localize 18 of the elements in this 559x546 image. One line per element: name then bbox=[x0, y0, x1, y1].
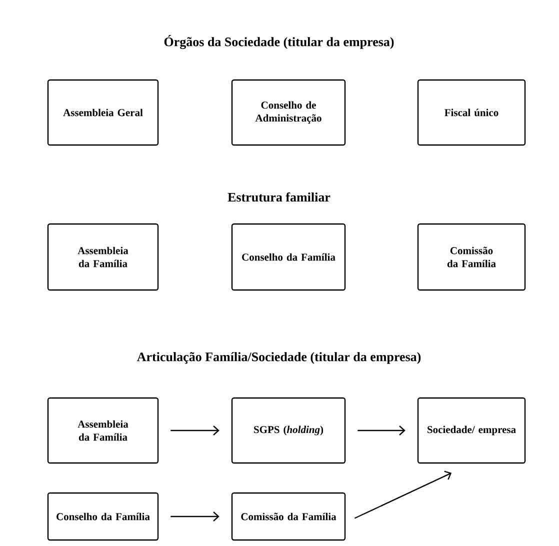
section-heading: Estrutura familiar bbox=[228, 192, 330, 202]
box: Fiscal único bbox=[417, 79, 526, 146]
box: Assembleia da Família bbox=[47, 223, 159, 291]
box: Conselho da Família bbox=[47, 492, 159, 541]
box: Conselho de Administração bbox=[231, 79, 346, 146]
arrow bbox=[170, 426, 220, 436]
arrow bbox=[354, 470, 452, 519]
section-heading: Articulação Família/Sociedade (titular da empresa) bbox=[137, 352, 421, 364]
box: Sociedade/ empresa bbox=[417, 397, 526, 464]
box: Comissão da Família bbox=[417, 223, 526, 291]
arrow bbox=[358, 426, 406, 436]
box: SGPS (holding) bbox=[231, 397, 346, 464]
heading: Órgãos da Sociedade (titular da empresa) bbox=[164, 35, 394, 49]
arrow bbox=[170, 512, 220, 522]
box: Conselho da Família bbox=[231, 223, 346, 291]
box: Assembleia da Família bbox=[47, 397, 159, 464]
box: Assembleia Geral bbox=[47, 79, 159, 146]
box: Comissão da Família bbox=[231, 492, 346, 541]
